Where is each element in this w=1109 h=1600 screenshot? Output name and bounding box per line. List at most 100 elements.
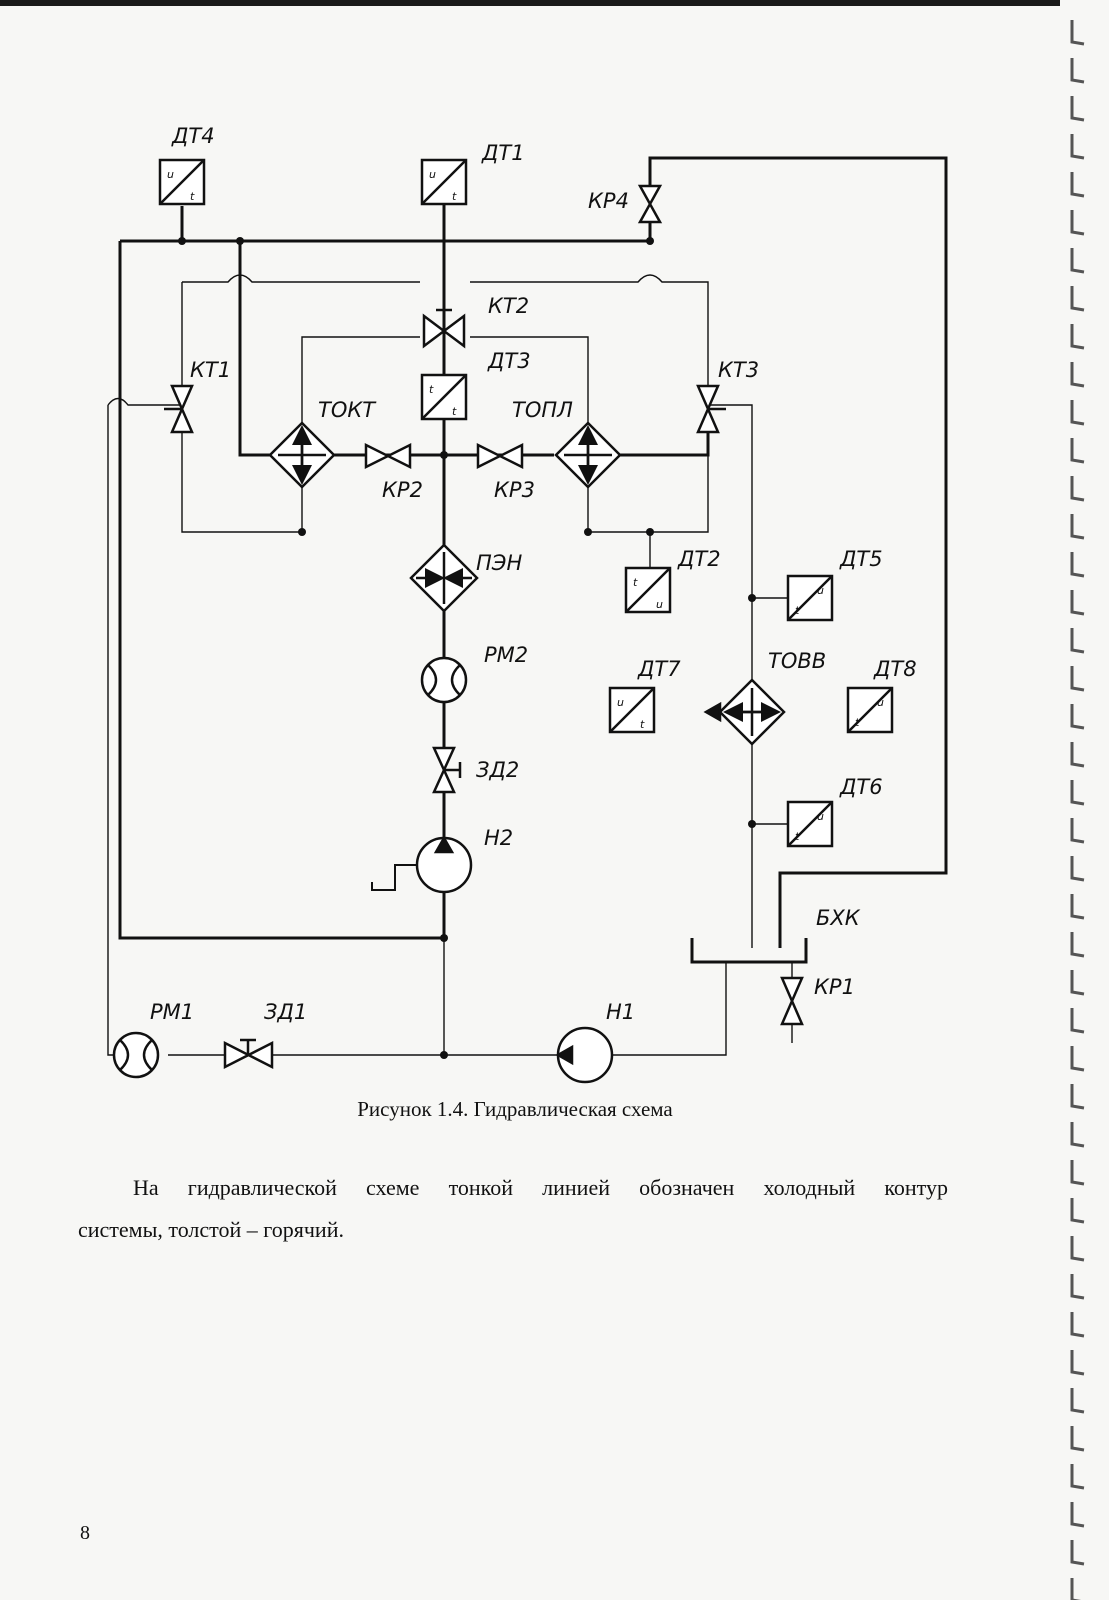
sensor-glyph: t [190,190,195,203]
binding-loop [1070,1160,1085,1186]
valve-kt2 [422,308,466,349]
sensor-glyph: t [452,190,457,203]
binding-loop [1070,552,1085,578]
binding-loop [1070,1084,1085,1110]
binding-loop [1070,818,1085,844]
binding-loop [1070,248,1085,274]
binding-loop [1070,1198,1085,1224]
sensor-dt1 [420,158,468,206]
binding-loop [1070,1008,1085,1034]
sensor-dt6 [786,800,834,848]
paragraph-line-1: На гидравлической схеме тонкой линией об… [133,1175,948,1200]
binding-loop [1070,58,1085,84]
sensor-glyph: u [429,168,436,181]
spiral-binding [1070,20,1085,1600]
label-kt1: КТ1 [190,358,231,382]
label-kr4: КР4 [588,189,629,213]
label-dt6: ДТ6 [839,775,883,799]
binding-loop [1070,1578,1082,1600]
label-topl: ТОПЛ [512,398,573,422]
heater-pen [409,543,479,613]
paragraph-line-2: системы, толстой – горячий. [78,1217,344,1242]
body-paragraph: На гидравлической схеме тонкой линией об… [78,1167,948,1251]
sensor-glyph: t [640,718,645,731]
scan-top-edge [0,0,1060,6]
valve-kt3 [696,384,726,434]
binding-loop [1070,894,1085,920]
label-rm2: РМ2 [484,643,528,667]
binding-loop [1070,1046,1085,1072]
sensor-glyph: t [633,576,638,589]
valve-zd2 [432,746,462,794]
binding-loop [1070,362,1085,388]
sensor-dt8 [846,686,894,734]
binding-loop [1070,172,1085,198]
figure-caption: Рисунок 1.4. Гидравлическая схема [357,1097,673,1121]
binding-loop [1070,590,1085,616]
binding-loop [1070,1274,1085,1300]
label-kt3: КТ3 [718,358,759,382]
binding-loop [1070,666,1085,692]
binding-loop [1070,1312,1085,1338]
binding-loop [1070,20,1085,46]
binding-loop [1070,856,1085,882]
binding-loop [1070,970,1085,996]
binding-loop [1070,96,1085,122]
binding-loop [1070,400,1085,426]
binding-loop [1070,134,1085,160]
binding-loop [1070,1426,1085,1452]
sensor-dt3 [420,373,468,421]
valve-kr3 [476,442,524,470]
binding-loop [1070,742,1085,768]
valve-zd1 [223,1038,274,1070]
binding-loop [1070,1236,1085,1262]
binding-loop [1070,324,1085,350]
label-dt2: ДТ2 [677,547,721,571]
label-dt4: ДТ4 [171,124,215,148]
label-n2: Н2 [484,826,513,850]
sensor-dt5 [786,574,834,622]
label-tovv: ТОВВ [768,649,826,673]
label-zd2: ЗД2 [476,758,519,782]
junction-dots [178,178,756,1059]
valve-kr2 [364,442,412,470]
binding-loop [1070,628,1085,654]
page-number: 8 [80,1522,90,1544]
binding-loop [1070,1350,1085,1376]
binding-loop [1070,514,1085,540]
label-bhk: БХК [816,906,861,930]
binding-loop [1070,780,1085,806]
label-kr1: КР1 [814,975,855,999]
sensor-dt4 [158,158,206,206]
cold-circuit-lines [107,274,793,1056]
scheme-labels: ДТ4 ДТ1 КР4 КТ2 ДТ3 КТ1 КТ3 ТОКТ ТОПЛ КР… [150,124,917,1024]
binding-loop [1070,210,1085,236]
sensor-glyph: u [817,810,824,823]
sensor-dt2 [624,566,672,614]
sensor-glyph: t [855,716,860,729]
binding-loop [1070,1502,1085,1528]
binding-loop [1070,704,1085,730]
binding-loop [1070,476,1085,502]
label-dt3: ДТ3 [487,349,531,373]
label-kt2: КТ2 [488,294,529,318]
label-dt5: ДТ5 [839,547,883,571]
label-dt8: ДТ8 [873,657,917,681]
label-dt7: ДТ7 [637,657,681,681]
label-kr2: КР2 [382,478,423,502]
label-rm1: РМ1 [150,1000,194,1024]
sensor-glyph: t [795,830,800,843]
binding-loop [1070,438,1085,464]
sensor-dt7 [608,686,656,734]
label-pen: ПЭН [476,551,522,575]
valve-kr4 [637,184,663,224]
binding-loop [1070,1464,1085,1490]
valve-kt1 [164,384,194,434]
heat-exchanger-topl [554,421,622,489]
sensor-glyph: u [617,696,624,709]
sensor-glyph: t [795,604,800,617]
binding-loop [1070,1122,1085,1148]
sensor-glyph: t [452,405,457,418]
valve-kr1 [780,976,804,1026]
